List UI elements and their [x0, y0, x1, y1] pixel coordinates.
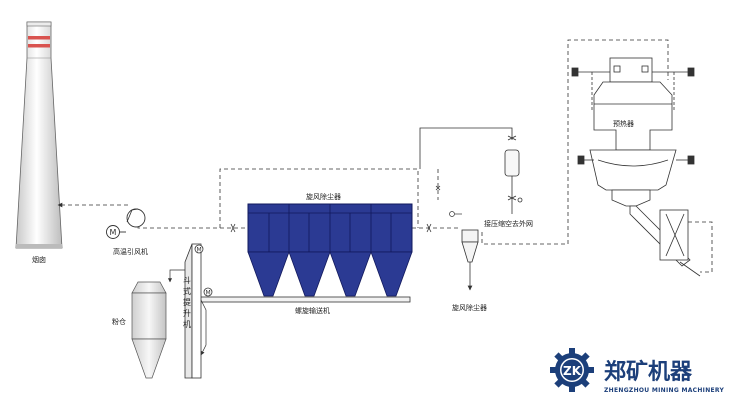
- motor-icon: [203, 287, 213, 297]
- screw-conveyor-label: 螺旋输送机: [295, 306, 330, 315]
- powder-bin-label: 粉仓: [112, 317, 126, 326]
- chimney-band: [28, 36, 50, 40]
- brand-subtitle: ZHENGZHOU MINING MACHINERY: [604, 387, 725, 394]
- compressed-air-label: 接压缩空去外网: [484, 219, 533, 228]
- duct-valves: [230, 185, 441, 233]
- flue-gas-ducts: [57, 39, 713, 273]
- compressed-air-line: [419, 127, 523, 214]
- svg-text:M: M: [197, 247, 202, 254]
- bucket-elevator-char: 斗: [183, 276, 191, 285]
- chimney-band: [28, 44, 50, 48]
- fan-label: 高温引风机: [113, 247, 148, 256]
- svg-text:M: M: [206, 290, 211, 297]
- powder-bin: [131, 281, 167, 379]
- fan-icon: [126, 208, 146, 228]
- gear-icon: ZK: [550, 348, 594, 392]
- baghouse-label: 旋风除尘器: [306, 192, 341, 201]
- cyclone-label: 旋风除尘器: [452, 303, 487, 312]
- svg-text:M: M: [110, 228, 117, 237]
- brand-name: 郑矿机器: [604, 359, 693, 385]
- bucket-elevator-char: 机: [183, 319, 191, 329]
- motor-icon: [194, 244, 204, 254]
- brand-logo: ZK: [550, 348, 594, 392]
- preheater-label: 预热器: [613, 119, 634, 128]
- cyclone: [449, 211, 479, 291]
- preheater: [571, 57, 701, 277]
- chimney-label: 烟囱: [32, 255, 46, 264]
- chimney: [15, 21, 63, 249]
- bucket-elevator-label: 斗 式 提 升 机: [183, 276, 194, 329]
- bucket-elevator: M: [167, 243, 207, 379]
- logo-letters: ZK: [563, 364, 582, 378]
- bucket-elevator-char: 式: [183, 286, 191, 296]
- bucket-elevator-char: 提: [183, 297, 191, 307]
- induced-draft-fan: M: [106, 208, 146, 239]
- baghouse: [247, 203, 413, 297]
- bucket-elevator-char: 升: [183, 309, 191, 318]
